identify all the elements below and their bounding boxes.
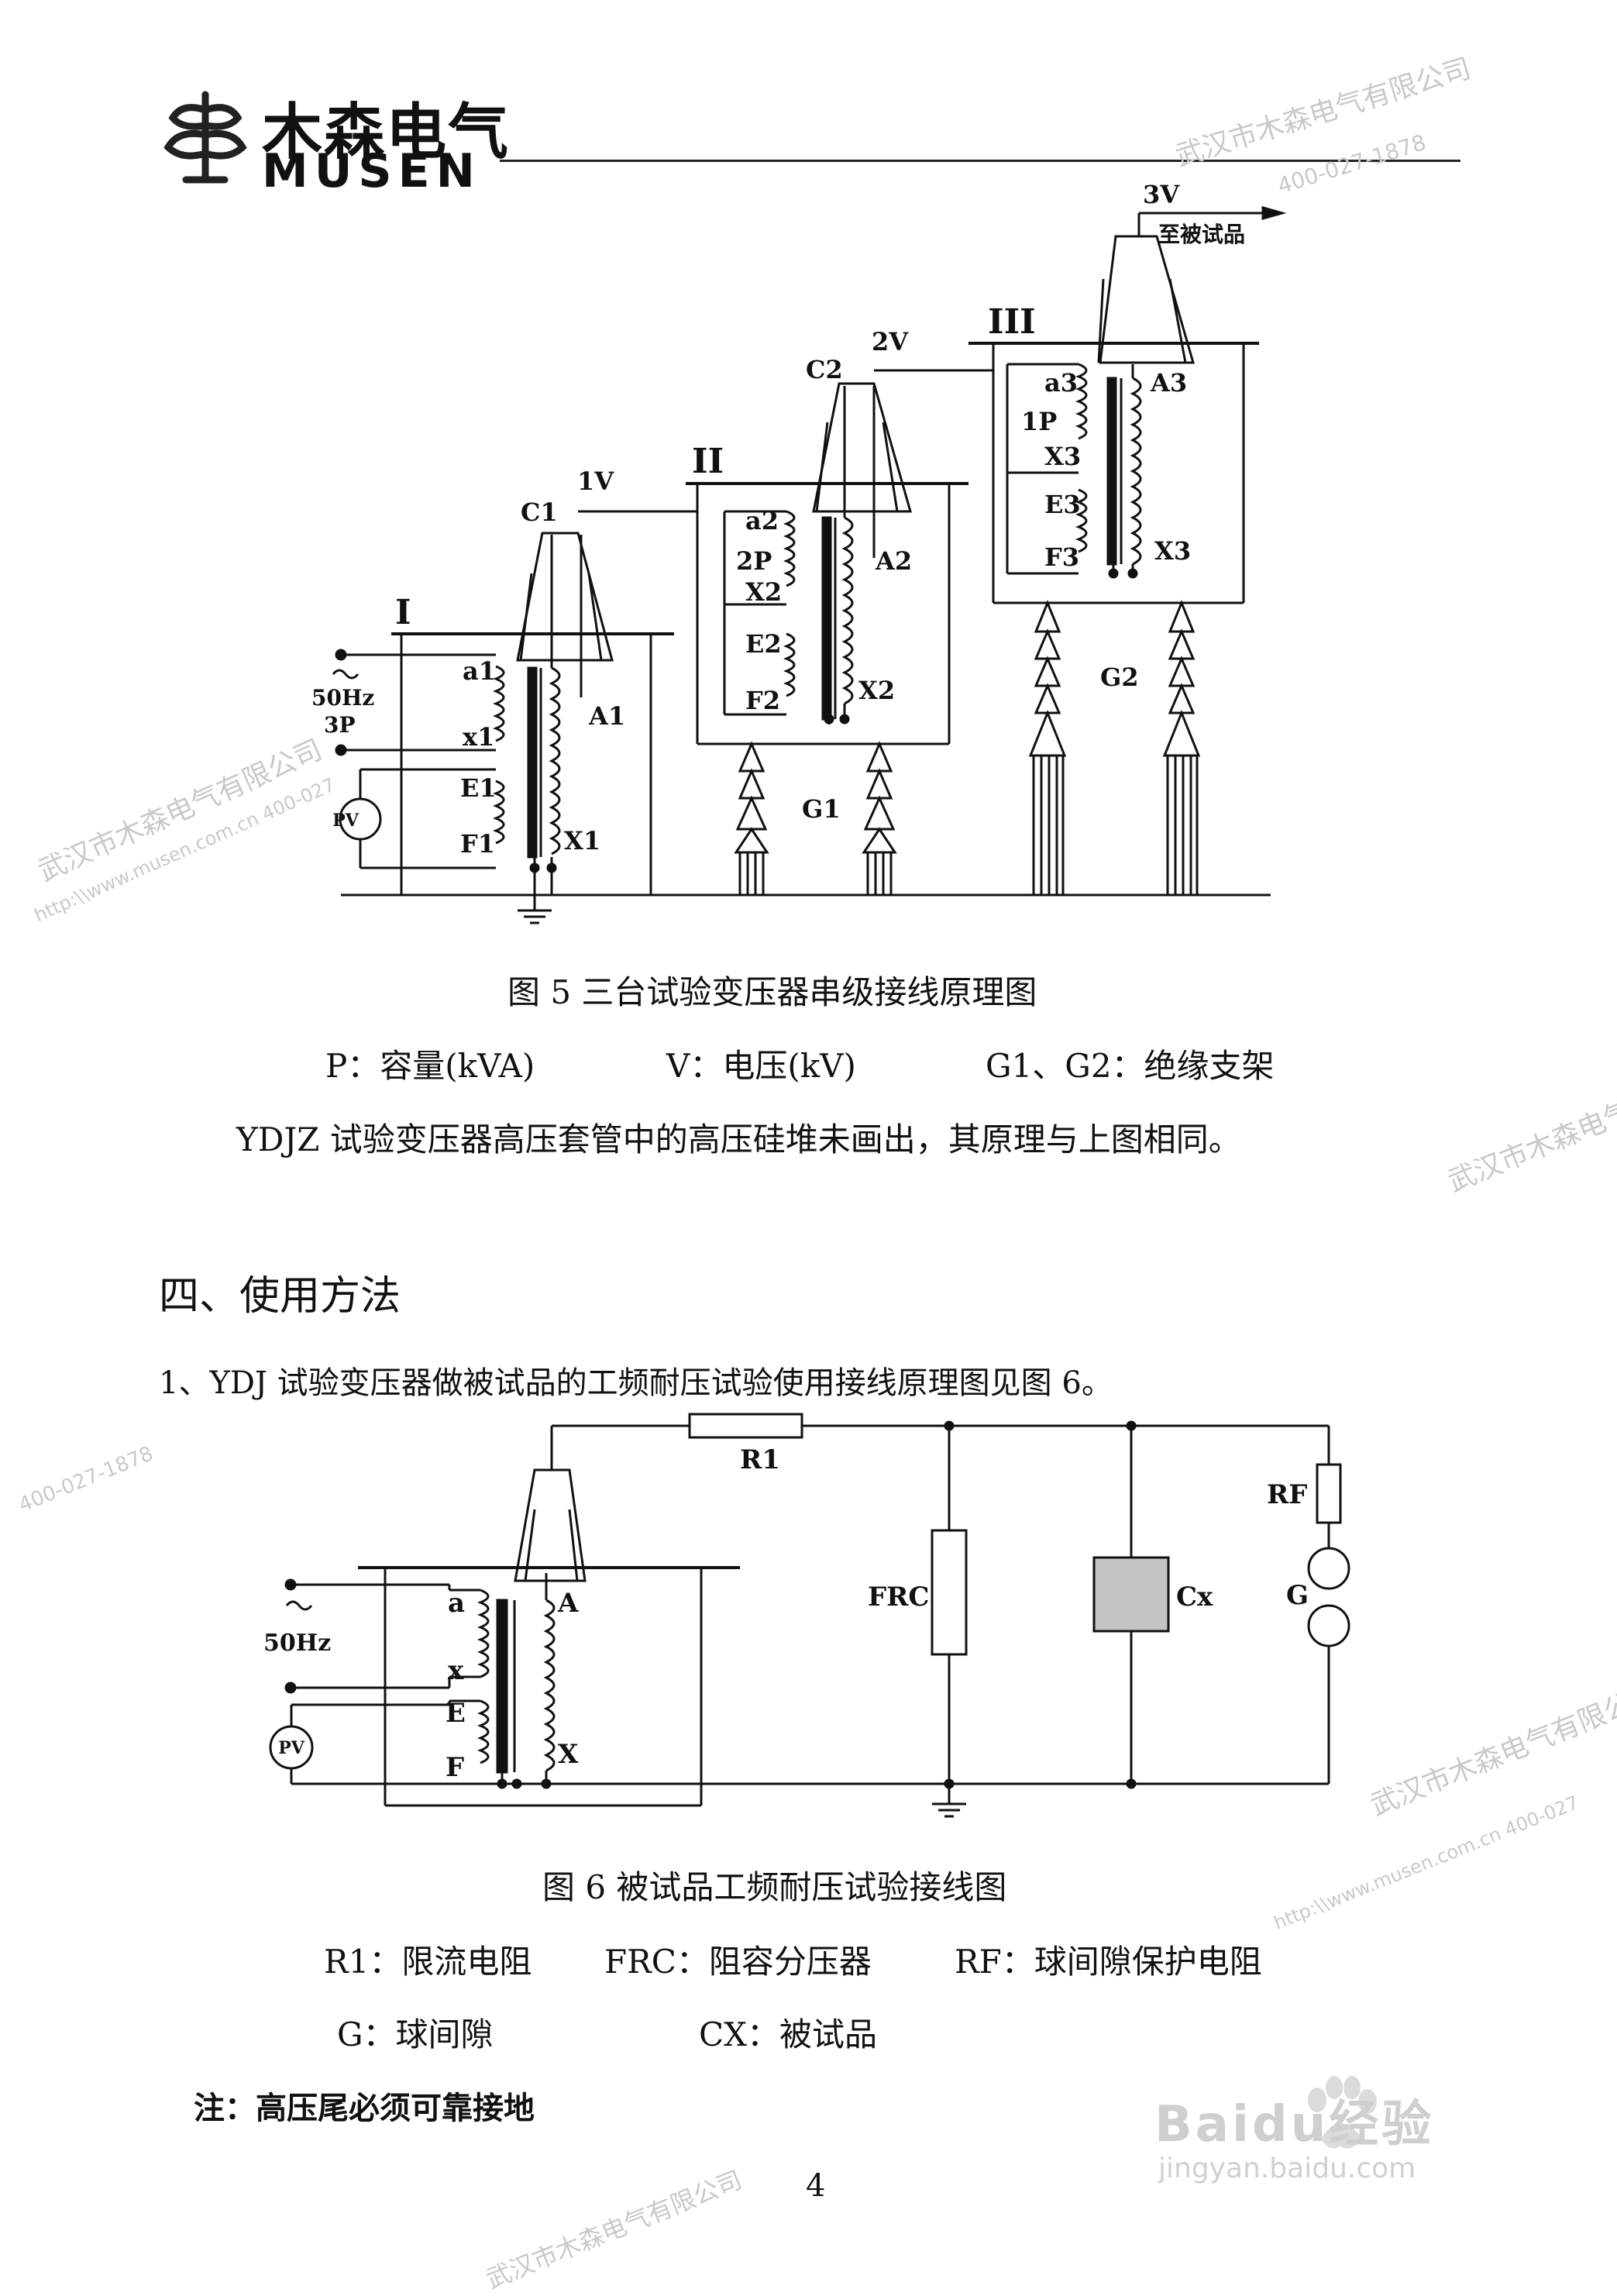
figure-5-legend-v: V：电压(kV) — [666, 1047, 856, 1085]
baidu-url: jingyan.baidu.com — [1158, 2153, 1416, 2184]
figure-6-legend-frc: FRC：阻容分压器 — [604, 1943, 872, 1981]
section-4-heading: 四、使用方法 — [159, 1273, 401, 1320]
baidu-jingyan-watermark: Baidu经验 jingyan.baidu.com — [1154, 2061, 1519, 2185]
figure-5-legend-p: P：容量(kVA) — [325, 1047, 535, 1085]
fig5-A1: A1 — [588, 701, 625, 731]
fig5-A3: A3 — [1150, 368, 1187, 398]
fig5-c1: C1 — [521, 497, 558, 527]
fig5-e1: E1 — [460, 773, 497, 803]
fig5-freq: 50Hz — [311, 685, 374, 711]
fig5-e3: E3 — [1044, 490, 1081, 519]
fig5-label-2v: 2V — [872, 327, 909, 356]
fig5-pv: PV — [332, 811, 360, 831]
company-logo — [159, 87, 252, 189]
support-g2-right — [1162, 600, 1201, 895]
fig5-phase: 3P — [324, 712, 356, 738]
fig6-a: a — [448, 1588, 465, 1619]
tree-logo-icon — [163, 91, 247, 184]
fig5-stage-2: II — [692, 442, 724, 481]
fig6-rf: RF — [1267, 1479, 1307, 1510]
fig6-g: G — [1286, 1580, 1309, 1611]
fig6-F: F — [446, 1752, 464, 1783]
fig5-a2: a2 — [745, 506, 779, 535]
fig6-A: A — [557, 1588, 579, 1619]
fig5-X2: X2 — [858, 676, 895, 705]
fig6-r1: R1 — [740, 1444, 780, 1475]
support-g1-right — [862, 741, 897, 895]
fig5-x1: x1 — [463, 722, 494, 752]
support-g1-left — [734, 741, 769, 895]
support-g2-left — [1028, 600, 1067, 895]
fig5-label-1v: 1V — [577, 466, 614, 496]
fig5-x2-low: X2 — [745, 577, 782, 607]
header-rule — [500, 160, 1460, 162]
fig5-g1: G1 — [802, 794, 841, 824]
ac-source-icon — [332, 669, 360, 680]
baidu-brand: Baidu经验 — [1154, 2096, 1435, 2153]
grounding-note: 注：高压尾必须可靠接地 — [194, 2091, 535, 2126]
watermark-company-6: 武汉市木森电气有限公司 — [482, 2164, 746, 2294]
figure-5-cascade-diagram: 3V 至被试品 2V 1V III II I C1 C2 a1 x1 E1 F1… — [311, 180, 1287, 924]
fig6-pv: PV — [278, 1738, 305, 1758]
fig5-f2: F2 — [745, 686, 780, 715]
fig5-e2: E2 — [745, 629, 782, 659]
page-number: 4 — [806, 2168, 826, 2204]
fig5-c2: C2 — [806, 355, 843, 384]
figure-5-caption: 图 5 三台试验变压器串级接线原理图 — [507, 973, 1037, 1011]
fig5-g2: G2 — [1100, 663, 1139, 692]
fig6-freq: 50Hz — [263, 1630, 331, 1657]
fig5-a1: a1 — [463, 656, 496, 686]
figure-6-legend-cx: CX：被试品 — [699, 2015, 878, 2053]
fig5-label-to-sample: 至被试品 — [1158, 222, 1245, 247]
fig6-x: x — [448, 1655, 464, 1686]
ac-source-icon — [285, 1600, 313, 1611]
fig6-E: E — [446, 1698, 466, 1729]
figure-6-caption: 图 6 被试品工频耐压试验接线图 — [542, 1868, 1007, 1906]
fig5-X1: X1 — [564, 826, 600, 855]
logo-english-name: MUSEN — [262, 144, 481, 198]
fig6-X: X — [558, 1739, 579, 1770]
fig6-frc: FRC — [868, 1582, 929, 1613]
fig5-stage-1: I — [395, 593, 411, 632]
fig5-x3-low: X3 — [1044, 442, 1081, 471]
fig5-2p: 2P — [736, 546, 772, 576]
figure-6-legend-rf: RF：球间隙保护电阻 — [955, 1943, 1262, 1981]
fig5-1p: 1P — [1021, 407, 1057, 436]
watermark-company-3: 武汉市木森电气有限公司 — [1443, 1053, 1617, 1199]
figure-6-legend-r1: R1：限流电阻 — [324, 1943, 532, 1981]
figure-6-legend-g: G：球间隙 — [337, 2015, 494, 2053]
logo-chinese-name: 木森电气 — [262, 98, 511, 167]
fig6-cx: Cx — [1176, 1582, 1213, 1613]
figure-5-legend-g: G1、G2：绝缘支架 — [986, 1047, 1275, 1085]
fig5-f1: F1 — [460, 829, 495, 859]
fig5-a3: a3 — [1044, 368, 1078, 398]
fig5-X3: X3 — [1154, 536, 1191, 566]
fig5-label-3v: 3V — [1143, 180, 1180, 209]
figure-5-note: YDJZ 试验变压器高压套管中的高压硅堆未画出，其原理与上图相同。 — [236, 1120, 1241, 1158]
paw-icon — [1308, 2076, 1377, 2149]
fig5-f3: F3 — [1044, 542, 1079, 572]
fig5-stage-3: III — [988, 302, 1036, 342]
section-4-item-1: 1、YDJ 试验变压器做被试品的工频耐压试验使用接线原理图见图 6。 — [159, 1365, 1113, 1401]
figure-6-withstand-diagram: R1 FRC Cx RF G a x E F A X 50Hz PV — [263, 1413, 1350, 1818]
fig5-A2: A2 — [875, 546, 912, 576]
